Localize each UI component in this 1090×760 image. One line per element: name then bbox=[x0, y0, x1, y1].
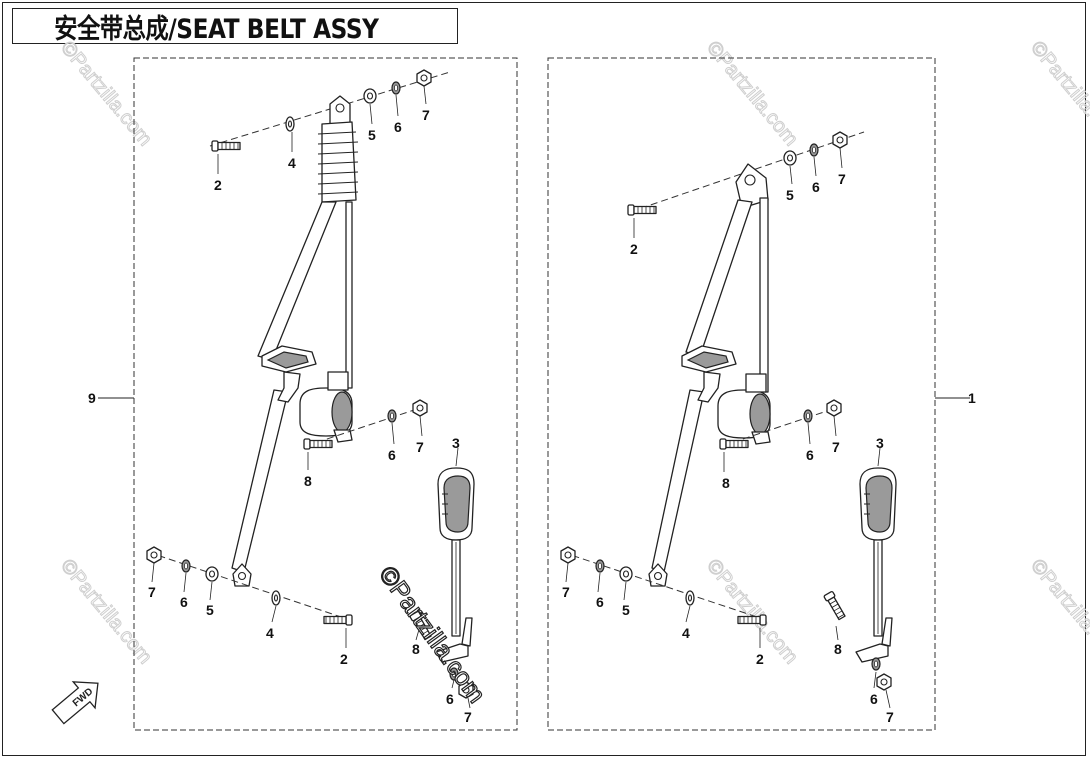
callout-number: 8 bbox=[304, 473, 312, 489]
callout-number: 7 bbox=[838, 171, 846, 187]
callout-number: 6 bbox=[388, 447, 396, 463]
callout-number: 7 bbox=[464, 709, 472, 725]
callout-number: 2 bbox=[340, 651, 348, 667]
callout-number: 7 bbox=[422, 107, 430, 123]
callout-number: 5 bbox=[622, 602, 630, 618]
left-group-label: 9 bbox=[88, 390, 96, 406]
callout-number: 4 bbox=[682, 625, 690, 641]
right-group-label: 1 bbox=[968, 390, 976, 406]
callout-number: 5 bbox=[786, 187, 794, 203]
center-watermark: ©Partzilla.com bbox=[373, 561, 491, 708]
callout-number: 7 bbox=[562, 584, 570, 600]
watermark: ©Partzilla.com bbox=[1026, 37, 1090, 150]
callout-number: 4 bbox=[266, 625, 274, 641]
callout-number: 3 bbox=[452, 435, 460, 451]
callout-number: 8 bbox=[722, 475, 730, 491]
left-group-box bbox=[133, 57, 518, 731]
callout-number: 7 bbox=[886, 709, 894, 725]
callout-number: 5 bbox=[368, 127, 376, 143]
callout-number: 7 bbox=[832, 439, 840, 455]
callout-number: 6 bbox=[446, 691, 454, 707]
callout-number: 2 bbox=[756, 651, 764, 667]
callout-number: 8 bbox=[412, 641, 420, 657]
left-boot bbox=[317, 121, 359, 203]
title-box: 安全带总成/SEAT BELT ASSY bbox=[12, 8, 458, 45]
callout-number: 6 bbox=[806, 447, 814, 463]
callout-number: 6 bbox=[596, 594, 604, 610]
callout-number: 6 bbox=[180, 594, 188, 610]
callout-number: 2 bbox=[630, 241, 638, 257]
watermark: ©Partzilla.com bbox=[56, 555, 156, 668]
callout-number: 8 bbox=[834, 641, 842, 657]
watermark: ©Partzilla.com bbox=[702, 555, 802, 668]
page-title: 安全带总成/SEAT BELT ASSY bbox=[54, 13, 379, 45]
callout-number: 6 bbox=[812, 179, 820, 195]
callout-number: 6 bbox=[394, 119, 402, 135]
right-group-box bbox=[547, 57, 936, 731]
watermark: ©Partzilla.com bbox=[1026, 555, 1090, 668]
callout-number: 7 bbox=[148, 584, 156, 600]
callout-number: 4 bbox=[288, 155, 296, 171]
callout-number: 6 bbox=[870, 691, 878, 707]
callout-number: 2 bbox=[214, 177, 222, 193]
callout-number: 5 bbox=[206, 602, 214, 618]
callout-number: 7 bbox=[416, 439, 424, 455]
watermark: ©Partzilla.com bbox=[56, 37, 156, 150]
fwd-arrow-icon: FWD bbox=[51, 681, 99, 725]
watermark: ©Partzilla.com bbox=[702, 37, 802, 150]
callout-number: 3 bbox=[876, 435, 884, 451]
